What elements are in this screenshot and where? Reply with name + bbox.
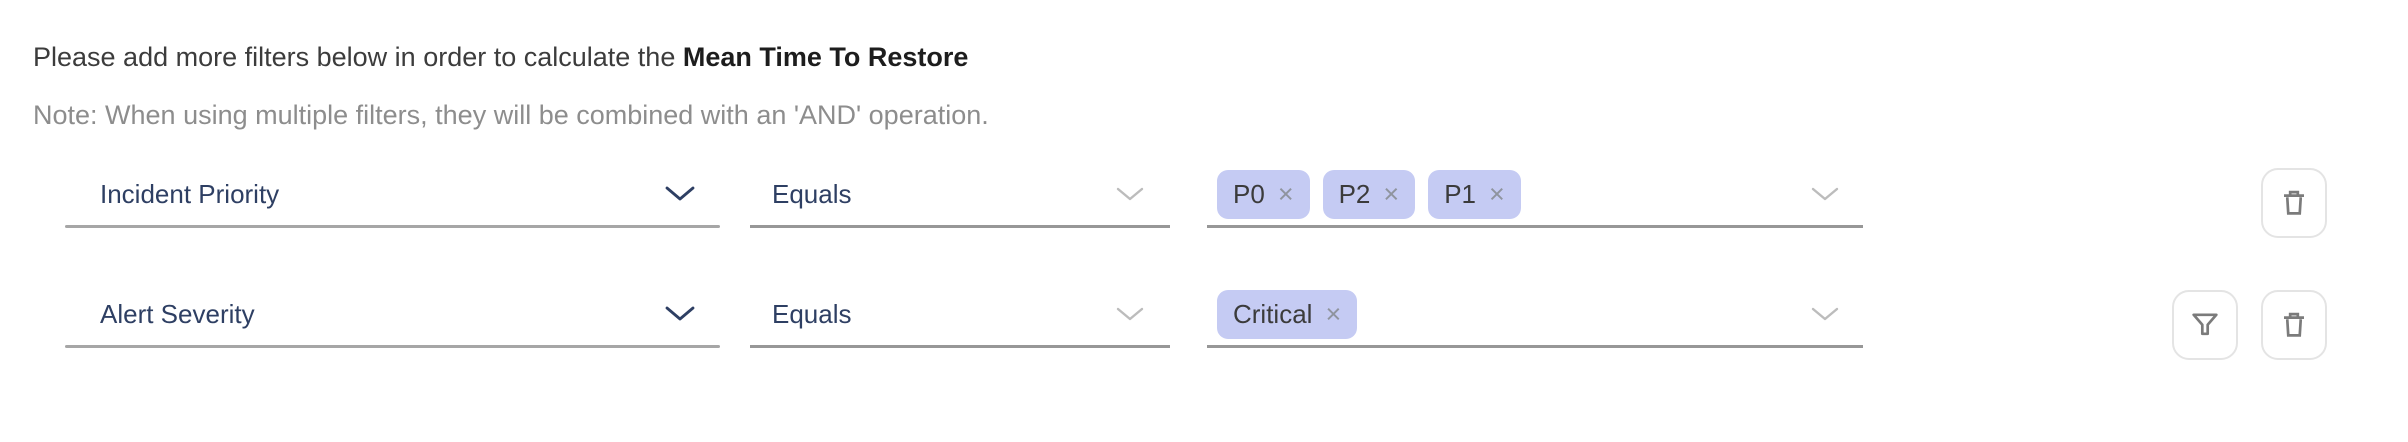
field-select-value: Alert Severity [100, 298, 255, 329]
metric-name: Mean Time To Restore [682, 42, 969, 72]
values-multiselect-row1[interactable]: P0 × P2 × P1 × [1207, 160, 1863, 228]
remove-tag-icon[interactable]: × [1277, 178, 1294, 209]
chevron-down-icon [1811, 187, 1839, 202]
operator-select-row2[interactable]: Equals [750, 280, 1170, 348]
chevron-down-icon [1811, 307, 1839, 322]
operator-select-row1[interactable]: Equals [750, 160, 1170, 228]
operator-select-value: Equals [772, 178, 852, 209]
field-underline [750, 225, 1170, 228]
value-tag: P1 × [1428, 169, 1521, 219]
filters-note: Note: When using multiple filters, they … [33, 100, 989, 130]
trash-icon [2277, 185, 2311, 221]
remove-tag-icon[interactable]: × [1325, 298, 1342, 329]
field-underline [1207, 225, 1863, 228]
chevron-down-icon [665, 306, 695, 322]
trash-icon [2277, 307, 2311, 343]
operator-select-value: Equals [772, 298, 852, 329]
value-tag-label: P2 [1338, 178, 1371, 209]
field-underline [750, 345, 1170, 348]
field-select-incident-priority[interactable]: Incident Priority [65, 160, 720, 228]
remove-tag-icon[interactable]: × [1383, 178, 1400, 209]
instruction-text: Please add more filters below in order t… [33, 42, 683, 72]
chevron-down-icon [1116, 187, 1144, 202]
chevron-down-icon [665, 186, 695, 202]
delete-filter-button[interactable] [2261, 168, 2327, 238]
values-multiselect-row2[interactable]: Critical × [1207, 280, 1863, 348]
value-tag-label: P0 [1233, 178, 1265, 209]
field-select-alert-severity[interactable]: Alert Severity [65, 280, 720, 348]
filters-instruction: Please add more filters below in order t… [33, 40, 968, 74]
value-tag-label: Critical [1233, 298, 1313, 329]
remove-tag-icon[interactable]: × [1489, 178, 1505, 209]
value-tag: Critical × [1217, 289, 1358, 339]
field-underline [65, 345, 720, 348]
field-underline [65, 225, 720, 228]
funnel-icon [2188, 308, 2222, 342]
value-tag: P2 × [1322, 169, 1416, 219]
chevron-down-icon [1116, 307, 1144, 322]
value-tag-label: P1 [1444, 178, 1476, 209]
field-select-value: Incident Priority [100, 178, 280, 209]
value-tag: P0 × [1217, 169, 1310, 219]
delete-filter-button[interactable] [2261, 290, 2327, 360]
field-underline [1207, 345, 1863, 348]
apply-filter-button[interactable] [2172, 290, 2238, 360]
